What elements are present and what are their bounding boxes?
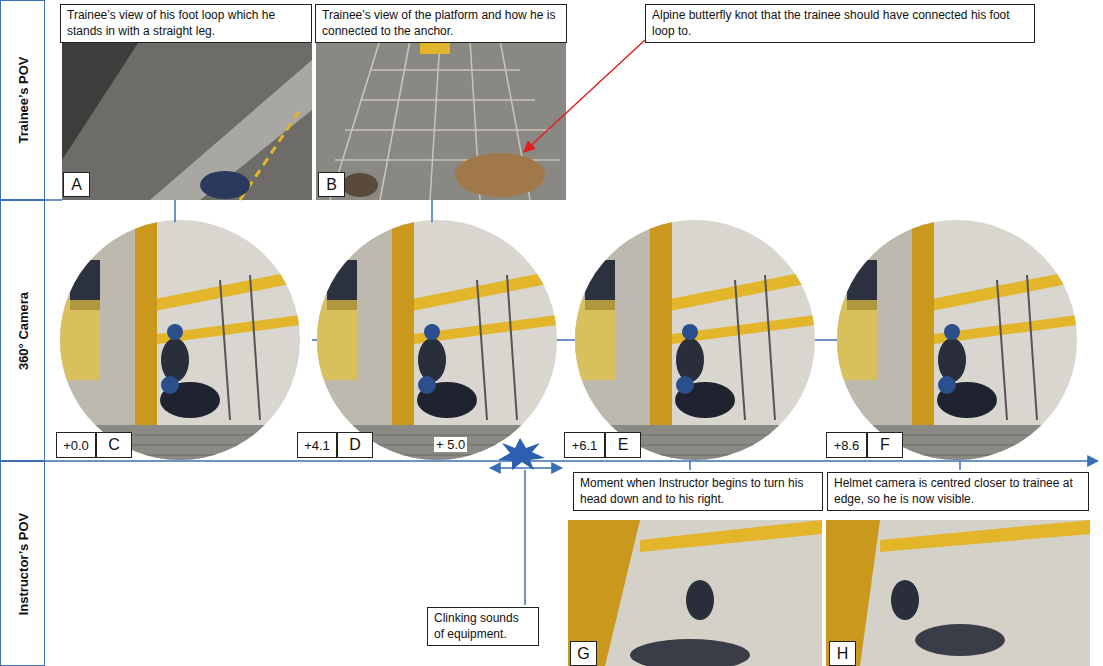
node-text: Helmet camera is centred closer to train… <box>834 476 1073 506</box>
node-text: E <box>618 436 629 454</box>
row-label: Trainee’s POV <box>15 57 30 144</box>
node-text: Trainee’s view of his foot loop which he… <box>67 8 275 38</box>
row-band: Trainee’s POV <box>0 0 45 200</box>
panel-letter: G <box>570 641 597 666</box>
callout-box: Trainee’s view of the platform and how h… <box>315 4 567 43</box>
panel-letter: H <box>829 641 856 666</box>
panel-letter: D <box>337 432 373 458</box>
node-text: A <box>71 176 82 194</box>
time-box: +4.1 <box>297 432 337 458</box>
row-band: Instructor’s POV <box>0 461 45 666</box>
row-band: 360° Camera <box>0 200 45 461</box>
callout-box: Alpine butterfly knot that the trainee s… <box>645 4 1035 43</box>
time-box: +8.6 <box>826 432 867 458</box>
node-text: +4.1 <box>304 438 330 453</box>
node-text: Moment when Instructor begins to turn hi… <box>580 476 803 506</box>
node-text: H <box>837 645 849 663</box>
time-box: +0.0 <box>56 432 96 458</box>
callout-box: Trainee’s view of his foot loop which he… <box>60 4 312 43</box>
node-text: C <box>108 436 120 454</box>
panel-letter: B <box>318 172 345 197</box>
node-text: F <box>880 436 890 454</box>
panel-letter: E <box>605 432 641 458</box>
panel-letter: C <box>96 432 132 458</box>
time-label: + 5.0 <box>434 437 467 452</box>
panel-letter: A <box>63 172 90 197</box>
row-label: 360° Camera <box>15 291 30 369</box>
node-text: B <box>326 176 337 194</box>
node-text: +0.0 <box>63 438 89 453</box>
callout-box: Moment when Instructor begins to turn hi… <box>573 472 823 511</box>
node-text: Clinking sounds of equipment. <box>434 611 519 641</box>
callout-box: Helmet camera is centred closer to train… <box>827 472 1089 511</box>
node-text: G <box>577 645 589 663</box>
node-text: +8.6 <box>834 438 860 453</box>
panel-letter: F <box>867 432 903 458</box>
time-box: +6.1 <box>564 432 605 458</box>
row-label: Instructor’s POV <box>15 512 30 615</box>
node-text: +6.1 <box>572 438 598 453</box>
callout-box: Clinking sounds of equipment. <box>427 607 539 646</box>
node-text: Alpine butterfly knot that the trainee s… <box>652 8 1010 38</box>
node-text: Trainee’s view of the platform and how h… <box>322 8 555 38</box>
node-text: D <box>349 436 361 454</box>
